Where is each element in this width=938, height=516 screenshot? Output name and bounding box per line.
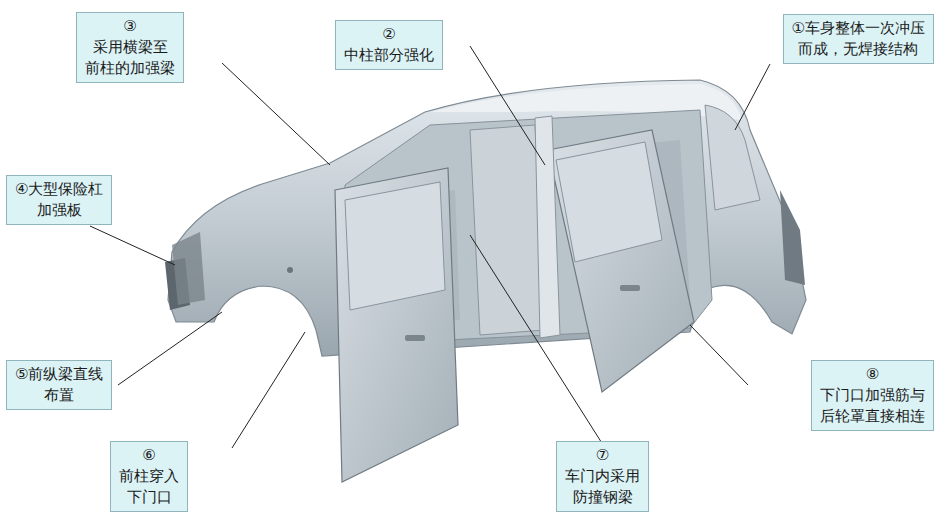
callout-text: ⑤前纵梁直线 布置 <box>15 364 103 406</box>
callout-box: ⑦ 车门内采用 防撞钢梁 <box>556 441 649 512</box>
callout-box: ③ 采用横梁至 前柱的加强梁 <box>76 12 184 83</box>
callout-text: ⑧ 下门口加强筋与 后轮罩直接相连 <box>820 364 925 427</box>
callout-box: ⑤前纵梁直线 布置 <box>6 360 112 410</box>
callout-text: ④大型保险杠 加强板 <box>15 179 103 221</box>
callout-box: ①车身整体一次冲压 而成，无焊接结构 <box>783 14 934 64</box>
callout-box: ⑥ 前柱穿入 下门口 <box>110 441 188 512</box>
callout-text: ③ 采用横梁至 前柱的加强梁 <box>85 16 175 79</box>
callout-box: ④大型保险杠 加强板 <box>6 175 112 225</box>
callout-box: ② 中柱部分强化 <box>335 20 443 70</box>
callout-text: ①车身整体一次冲压 而成，无焊接结构 <box>792 18 925 60</box>
callout-text: ⑦ 车门内采用 防撞钢梁 <box>565 445 640 508</box>
callout-box: ⑧ 下门口加强筋与 后轮罩直接相连 <box>811 360 934 431</box>
callout-text: ② 中柱部分强化 <box>344 24 434 66</box>
callout-text: ⑥ 前柱穿入 下门口 <box>119 445 179 508</box>
